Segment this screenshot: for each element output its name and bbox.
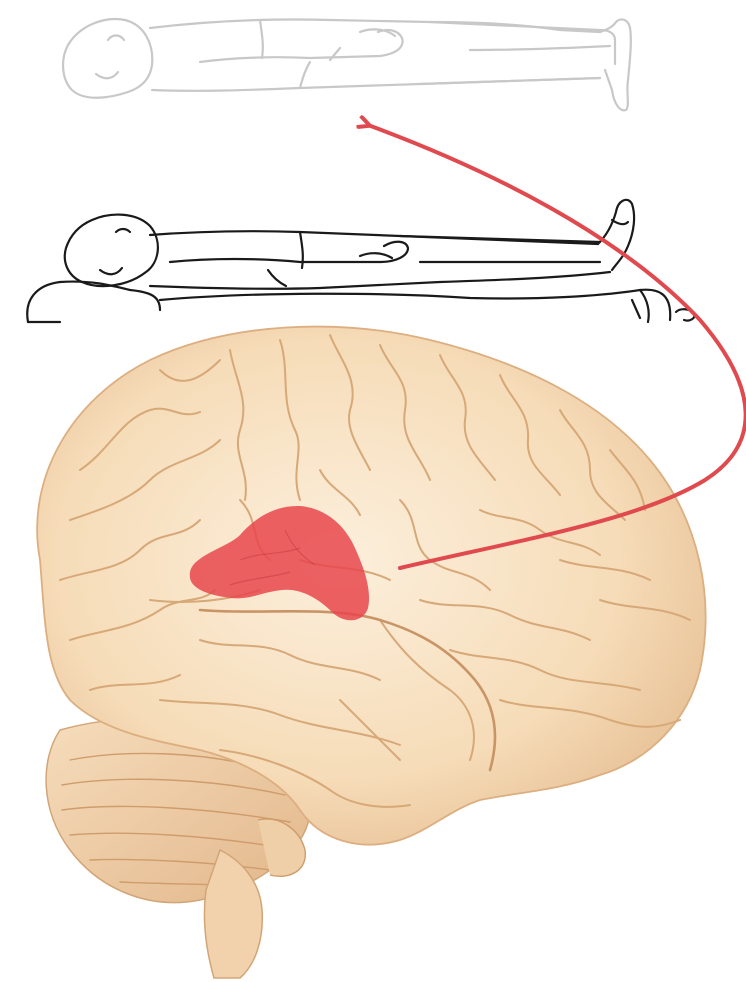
brain-lateral-view — [37, 327, 705, 978]
floating-body-outline — [63, 19, 631, 110]
person-lying-on-bed — [27, 200, 694, 322]
